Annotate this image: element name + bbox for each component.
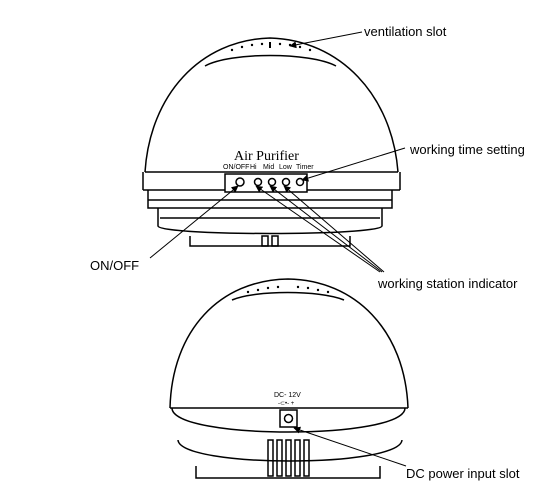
btn-label-timer: Timer (296, 164, 314, 171)
bottom-device (169, 278, 409, 479)
dc-label: DC- 12V (274, 392, 301, 399)
bottom-dome (169, 278, 409, 409)
leader-time (301, 147, 406, 182)
leader-ventilation (289, 31, 363, 49)
label-working-time-setting: working time setting (410, 142, 525, 157)
bottom-feet (267, 439, 310, 477)
dc-polarity: -⊂•- + (278, 401, 295, 407)
top-feet (261, 235, 279, 247)
top-vent-rim (204, 54, 337, 67)
brand-label: Air Purifier (234, 149, 299, 164)
btn-label-hi: Hi (250, 164, 257, 171)
leader-indicator-1 (255, 185, 381, 273)
btn-label-low: Low (279, 164, 293, 171)
label-on-off: ON/OFF (90, 258, 140, 273)
callout-lines (149, 31, 407, 467)
bottom-vent-dots (246, 285, 330, 294)
label-ventilation-slot: ventilation slot (364, 24, 447, 39)
label-dc-power-input-slot: DC power input slot (406, 466, 520, 481)
label-working-station-indicator: working station indicator (378, 276, 518, 291)
leader-onoff (149, 185, 239, 259)
control-panel (224, 173, 308, 193)
leader-indicator-2 (269, 185, 383, 273)
btn-label-mid: Mid (263, 164, 274, 171)
top-device (142, 37, 401, 247)
leader-dc (293, 426, 407, 467)
btn-label-onoff: ON/OFF (223, 164, 249, 171)
top-vent-dots (230, 42, 312, 52)
dc-jack (279, 409, 298, 428)
control-buttons (235, 177, 305, 187)
leader-indicator-3 (283, 185, 385, 273)
top-dome (144, 37, 399, 173)
bottom-vent-rim (231, 291, 345, 301)
